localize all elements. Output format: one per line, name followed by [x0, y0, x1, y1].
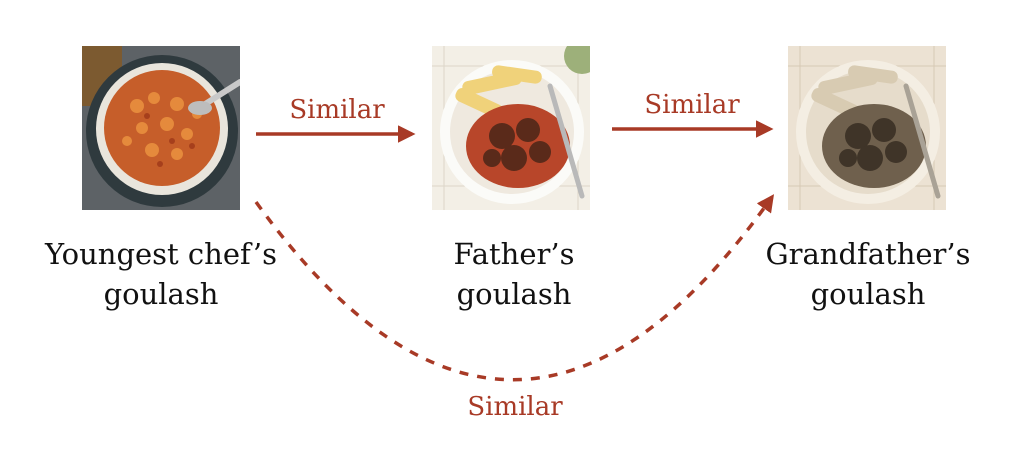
caption-line-1: Father’s	[453, 237, 575, 271]
edge-label-youngest-to-father: Similar	[289, 95, 385, 125]
caption-line-2: goulash	[810, 277, 926, 311]
caption-youngest-chef: Youngest chef’s goulash	[31, 234, 291, 314]
caption-grandfather: Grandfather’s goulash	[738, 234, 998, 314]
caption-line-2: goulash	[456, 277, 572, 311]
sepia-beef-stew-noodles-photo	[788, 46, 946, 210]
caption-father: Father’s goulash	[384, 234, 644, 314]
caption-line-1: Youngest chef’s	[45, 237, 277, 271]
dashed-arrow-youngest-to-grandfather	[254, 194, 775, 382]
beef-stew-noodles-photo	[432, 46, 590, 210]
caption-line-2: goulash	[103, 277, 219, 311]
macaroni-goulash-photo	[82, 46, 240, 210]
edge-label-youngest-to-grandfather: Similar	[467, 392, 563, 422]
caption-line-1: Grandfather’s	[765, 237, 971, 271]
edge-label-father-to-grandfather: Similar	[644, 90, 740, 120]
